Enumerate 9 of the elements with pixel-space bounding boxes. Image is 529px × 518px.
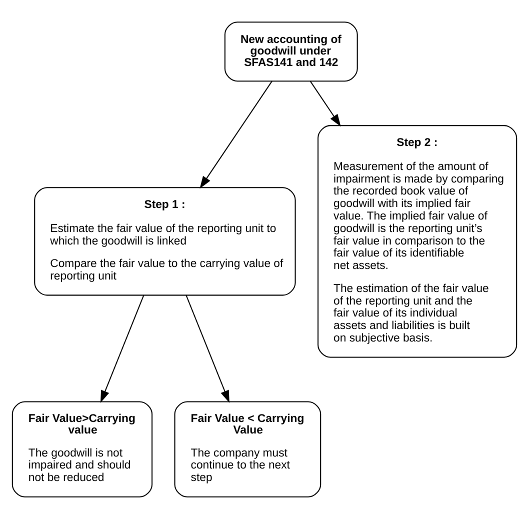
node-box: Step 1 : Estimate the fair value of the reporting unit to which the goodwill is linked Compare the fair value to the carrying value of reporting unit: [34, 186, 296, 296]
arrow: [100, 294, 144, 402]
node-box: Fair Value < Carrying Value The company must continue to the next step: [174, 400, 322, 497]
node-box: New accounting of goodwill under SFAS141 and 142: [224, 21, 358, 82]
arrow: [310, 80, 341, 126]
node-box: Fair Value>Carrying value The goodwill is not impaired and should not be reduced: [12, 400, 153, 497]
arrow: [200, 80, 272, 188]
arrow: [186, 294, 230, 402]
node-box: Step 2 : Measurement of the amount of impairment is made by comparing the recorded book value of goodwill with its implied fair value. The implied fair value of goodwill is the reporting unit’s fair value in comparison to the fair value of its identifiable net assets. The estimation of the fair value of the reporting unit and the fair value of its individual assets and liabilities is built on subjective basis.: [318, 124, 518, 358]
